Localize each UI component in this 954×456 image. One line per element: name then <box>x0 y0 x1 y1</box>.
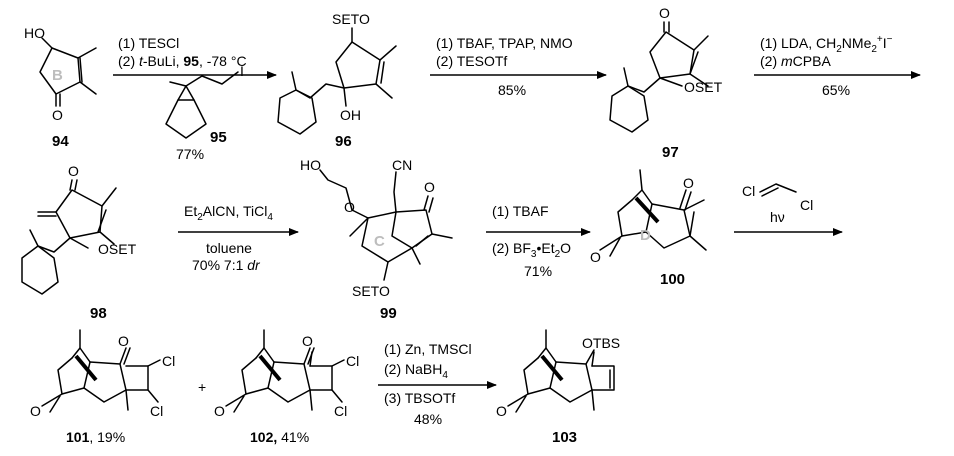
compound-label-103: 103 <box>552 429 577 446</box>
compound-102: O Cl Cl O 102, 41% <box>214 329 359 445</box>
compound-96: SETO OH 96 <box>277 11 397 150</box>
carbonyl-oxygen-label: O <box>302 333 313 349</box>
chloro-label-2: Cl <box>334 403 347 419</box>
step-6: Cl Cl hν <box>734 183 843 236</box>
step1-reagent-1: (1) TESCl <box>118 35 179 51</box>
hydroxyl-label: OH <box>340 107 361 123</box>
compound-label-95: 95 <box>210 129 227 146</box>
lactone-oxygen-label: O <box>214 403 225 419</box>
carbonyl-oxygen-label: O <box>659 5 670 21</box>
ring-c-label: C <box>374 233 385 250</box>
step3-reagent-2: (2) mCPBA <box>760 53 831 69</box>
step5-yield: 71% <box>524 263 552 279</box>
chloro-label-1: Cl <box>742 183 755 199</box>
compound-98: O OSET 98 <box>21 163 137 322</box>
dichloroethylene-reagent: Cl Cl <box>742 183 813 213</box>
compound-103: OTBS O 103 <box>496 329 620 446</box>
step-4: Et2AlCN, TiCl4 toluene 70% 7:1 dr <box>178 203 299 273</box>
step1-reagent-2: (2) t-BuLi, 95, -78 °C <box>118 53 247 69</box>
compound-97: O OSET 97 <box>609 5 723 161</box>
lactone-oxygen-label: O <box>496 403 507 419</box>
iodide-label: I <box>240 63 244 79</box>
step-5: (1) TBAF (2) BF3•Et2O 71% <box>486 203 591 279</box>
step7-yield: 48% <box>414 411 442 427</box>
step3-reagent-1: (1) LDA, CH2NMe2+I− <box>760 34 893 55</box>
compound-label-100: 100 <box>660 271 685 288</box>
lactone-oxygen-label: O <box>30 403 41 419</box>
carbonyl-oxygen-label: O <box>68 163 79 179</box>
compound-label-102: 102, 41% <box>250 429 309 445</box>
step5-reagent-2: (2) BF3•Et2O <box>492 240 571 260</box>
chloro-label-1: Cl <box>162 353 175 369</box>
step1-yield: 77% <box>176 146 204 162</box>
step3-yield: 65% <box>822 82 850 98</box>
nitrile-label: CN <box>392 157 412 173</box>
carbonyl-oxygen-label: O <box>52 107 63 123</box>
compound-101: O Cl Cl O 101, 19% <box>30 329 175 445</box>
step-1: (1) TESCl (2) t-BuLi, 95, -78 °C I 95 77… <box>113 35 277 162</box>
step4-yield: 70% 7:1 dr <box>192 257 261 273</box>
silyl-ether-label: OSET <box>684 79 723 95</box>
compound-label-101: 101, 19% <box>66 429 125 445</box>
compound-99: HO O CN O SETO C 99 <box>300 157 453 322</box>
silyl-ether-label: SETO <box>352 283 390 299</box>
ether-oxygen-label: O <box>344 199 355 215</box>
hydroxyl-label: HO <box>24 25 45 41</box>
step-7: (1) Zn, TMSCl (2) NaBH4 (3) TBSOTf 48% <box>378 341 497 427</box>
lactone-oxygen-label: O <box>590 249 601 265</box>
step7-reagent-2: (2) NaBH4 <box>384 361 448 381</box>
step-2: (1) TBAF, TPAP, NMO (2) TESOTf 85% <box>430 35 607 98</box>
compound-100: O O D 100 <box>590 169 707 288</box>
photolysis-label: hν <box>770 209 785 225</box>
step7-reagent-1: (1) Zn, TMSCl <box>384 341 472 357</box>
chloro-label-2: Cl <box>800 197 813 213</box>
carbonyl-oxygen-label: O <box>424 179 435 195</box>
compound-label-97: 97 <box>662 144 679 161</box>
ring-d-label: D <box>640 227 651 244</box>
step2-reagent-2: (2) TESOTf <box>436 53 507 69</box>
step5-reagent-1: (1) TBAF <box>492 203 549 219</box>
carbonyl-oxygen-label: O <box>683 175 694 191</box>
compound-label-96: 96 <box>335 133 352 150</box>
chloro-label-1: Cl <box>346 353 359 369</box>
hydroxyl-label: HO <box>300 157 321 173</box>
compound-label-94: 94 <box>52 133 69 150</box>
step4-solvent: toluene <box>206 240 252 256</box>
plus-sign: + <box>198 379 206 395</box>
step7-reagent-3: (3) TBSOTf <box>384 390 455 406</box>
silyl-ether-label: OSET <box>98 241 137 257</box>
compound-95: I 95 <box>165 63 244 146</box>
silyl-ether-label: SETO <box>332 11 370 27</box>
compound-label-99: 99 <box>380 305 397 322</box>
step2-yield: 85% <box>498 82 526 98</box>
compound-94: HO O B 94 <box>24 25 97 150</box>
step4-reagent-1: Et2AlCN, TiCl4 <box>184 203 273 223</box>
carbonyl-oxygen-label: O <box>118 333 129 349</box>
tbs-ether-label: OTBS <box>582 335 620 351</box>
chloro-label-2: Cl <box>150 403 163 419</box>
step-3: (1) LDA, CH2NMe2+I− (2) mCPBA 65% <box>754 34 921 98</box>
step2-reagent-1: (1) TBAF, TPAP, NMO <box>436 35 573 51</box>
compound-label-98: 98 <box>90 305 107 322</box>
ring-b-label: B <box>52 67 63 84</box>
